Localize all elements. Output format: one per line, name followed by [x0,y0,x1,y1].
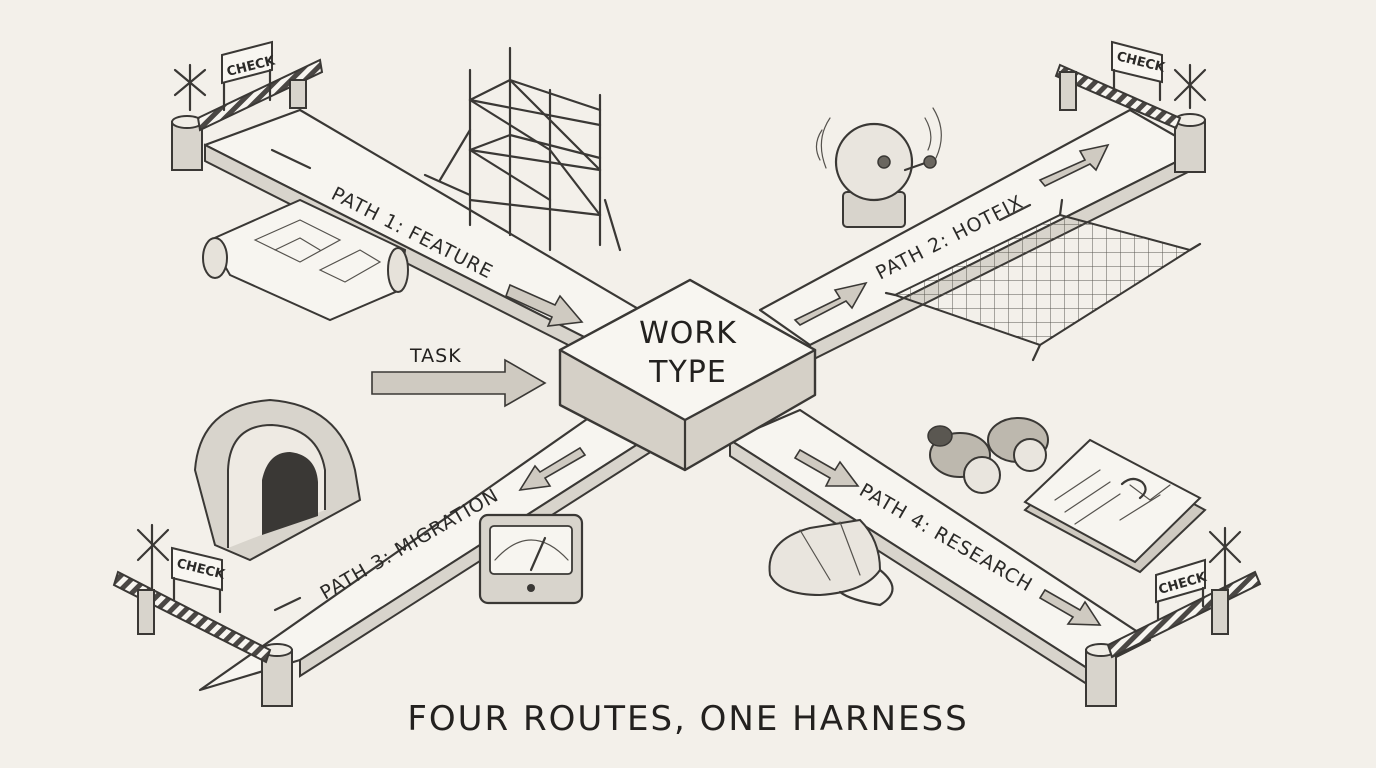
arrow-path-4 [793,448,1102,626]
footer-title: FOUR ROUTES, ONE HARNESS [407,699,968,739]
checkpoint-gate-2 [1054,40,1207,173]
hub-label-line1: WORK [639,316,737,351]
task-input-arrow [371,358,547,408]
lane-marks [270,148,1032,612]
notebook-icon [1023,438,1207,574]
checkpoint-gate-3 [112,523,293,707]
tunnel-icon [193,398,362,562]
arrow-path-3 [518,446,587,492]
bag-icon [768,518,894,607]
task-label: TASK [409,345,462,367]
checkpoint-gate-1 [171,40,324,171]
scaffolding-icon [423,46,622,252]
blueprint-icon [202,198,409,322]
gauge-icon [478,513,584,605]
binoculars-icon [927,417,1049,494]
arrow-path-2 [793,143,1110,326]
arrow-path-1 [504,283,584,327]
alarm-bell-icon [815,107,942,228]
hub-label-line2: TYPE [648,355,727,390]
work-type-hub[interactable] [558,278,817,472]
checkpoint-gate-4 [1085,526,1262,707]
safety-net-icon [884,198,1202,362]
